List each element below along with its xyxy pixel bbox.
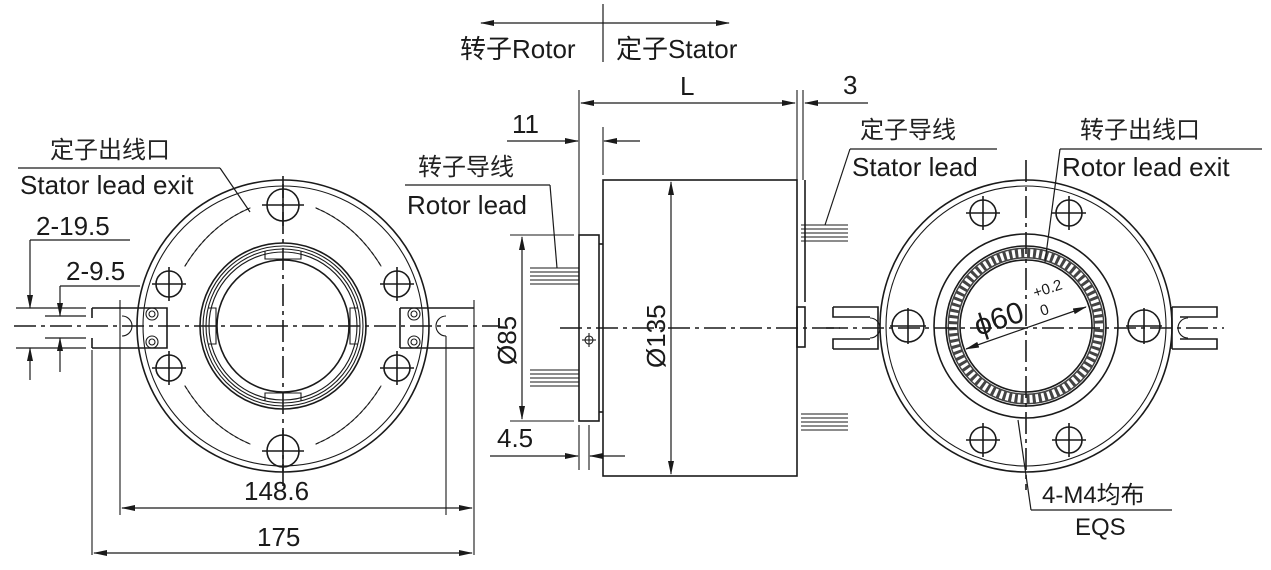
stator-direction-label: 定子Stator [616,34,738,64]
stator-lead-cn-label: 定子导线 [860,116,956,144]
rotor-lead-en-label: Rotor lead [407,190,527,220]
direction-indicator: 转子Rotor 定子Stator [460,4,738,64]
thread-callout-en: EQS [1075,514,1126,541]
slot-dimension-inner: 2-9.5 [66,256,125,286]
thread-callout: 4-M4均布 [1042,482,1145,509]
stator-lead-en-label: Stator lead [852,152,978,182]
length-dimension: L [680,71,694,101]
bore-tolerance-lower: 0 [1038,301,1051,320]
right-view: ϕ60 +0.2 0 转子出线口 Rotor lead exit 4-M4均布 … [826,116,1262,541]
stator-lead-exit-en-label: Stator lead exit [20,170,194,200]
small-diameter-dimension: Ø85 [492,316,522,365]
flange-thickness-dimension: 4.5 [497,423,533,453]
gap-dimension: 3 [843,70,857,100]
slot-dimension-outer: 2-19.5 [36,211,110,241]
rotor-lead-exit-en-label: Rotor lead exit [1062,152,1230,182]
rotor-lead-exit-cn-label: 转子出线口 [1080,116,1200,144]
bore-tolerance-upper: +0.2 [1031,276,1064,301]
bore-diameter-dimension: ϕ60 [970,296,1028,343]
mounting-dimension: 148.6 [244,476,309,506]
flange-dimension: 11 [512,109,539,139]
body-diameter-dimension: Ø135 [641,304,671,368]
rotor-direction-label: 转子Rotor [460,34,576,64]
stator-lead-wires [801,224,848,431]
left-view: 2-19.5 2-9.5 定子出线口 Stator lead exit 148.… [14,136,500,556]
side-view: L 3 11 Ø85 Ø135 4.5 转子导线 Rotor lead 定子导线… [405,70,997,477]
overall-dimension: 175 [257,522,300,552]
rotor-lead-cn-label: 转子导线 [418,153,514,181]
rotor-lead-wires [530,267,579,387]
stator-lead-exit-cn-label: 定子出线口 [50,136,170,164]
